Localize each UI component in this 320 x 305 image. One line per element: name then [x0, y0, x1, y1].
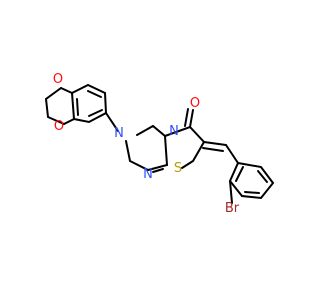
bond-ar-inner-1: [235, 166, 244, 182]
bond-co-1: [189, 109, 194, 128]
bond-c2-o2: [63, 118, 75, 125]
molecule-structure: O O N N N O S Br: [44, 72, 275, 216]
triazine-ring: [125, 124, 169, 172]
atom-o1: O: [53, 72, 63, 87]
atom-s: S: [174, 161, 182, 176]
molecule-svg: O O N N N O S Br: [44, 72, 275, 216]
bond-co-2: [184, 108, 189, 127]
atom-br: Br: [225, 201, 240, 216]
bond-exo-2: [202, 147, 224, 152]
bond-ar-inner-2: [244, 191, 260, 194]
bond-dioxole: [44, 87, 65, 125]
atom-o2: O: [54, 119, 64, 134]
bond-vinyl-aryl: [225, 144, 239, 164]
bond-c1-o1: [60, 87, 73, 94]
bond-ar-inner-3: [257, 170, 268, 183]
bond-cn-double: [152, 168, 164, 173]
bond-aryl-n: [105, 112, 119, 132]
atom-n2: N: [169, 124, 179, 139]
bond-inner-3: [76, 98, 79, 116]
bond-inner-2: [88, 109, 103, 117]
atom-labels: O O N N N O S Br: [53, 72, 240, 216]
atom-n1: N: [114, 126, 124, 141]
bond-c-br: [229, 180, 233, 204]
bonds: [44, 83, 275, 204]
atom-n3: N: [143, 167, 153, 182]
atom-o-carbonyl: O: [190, 96, 200, 111]
bond-inner-1: [87, 90, 102, 98]
bond-exo-1: [203, 141, 227, 146]
